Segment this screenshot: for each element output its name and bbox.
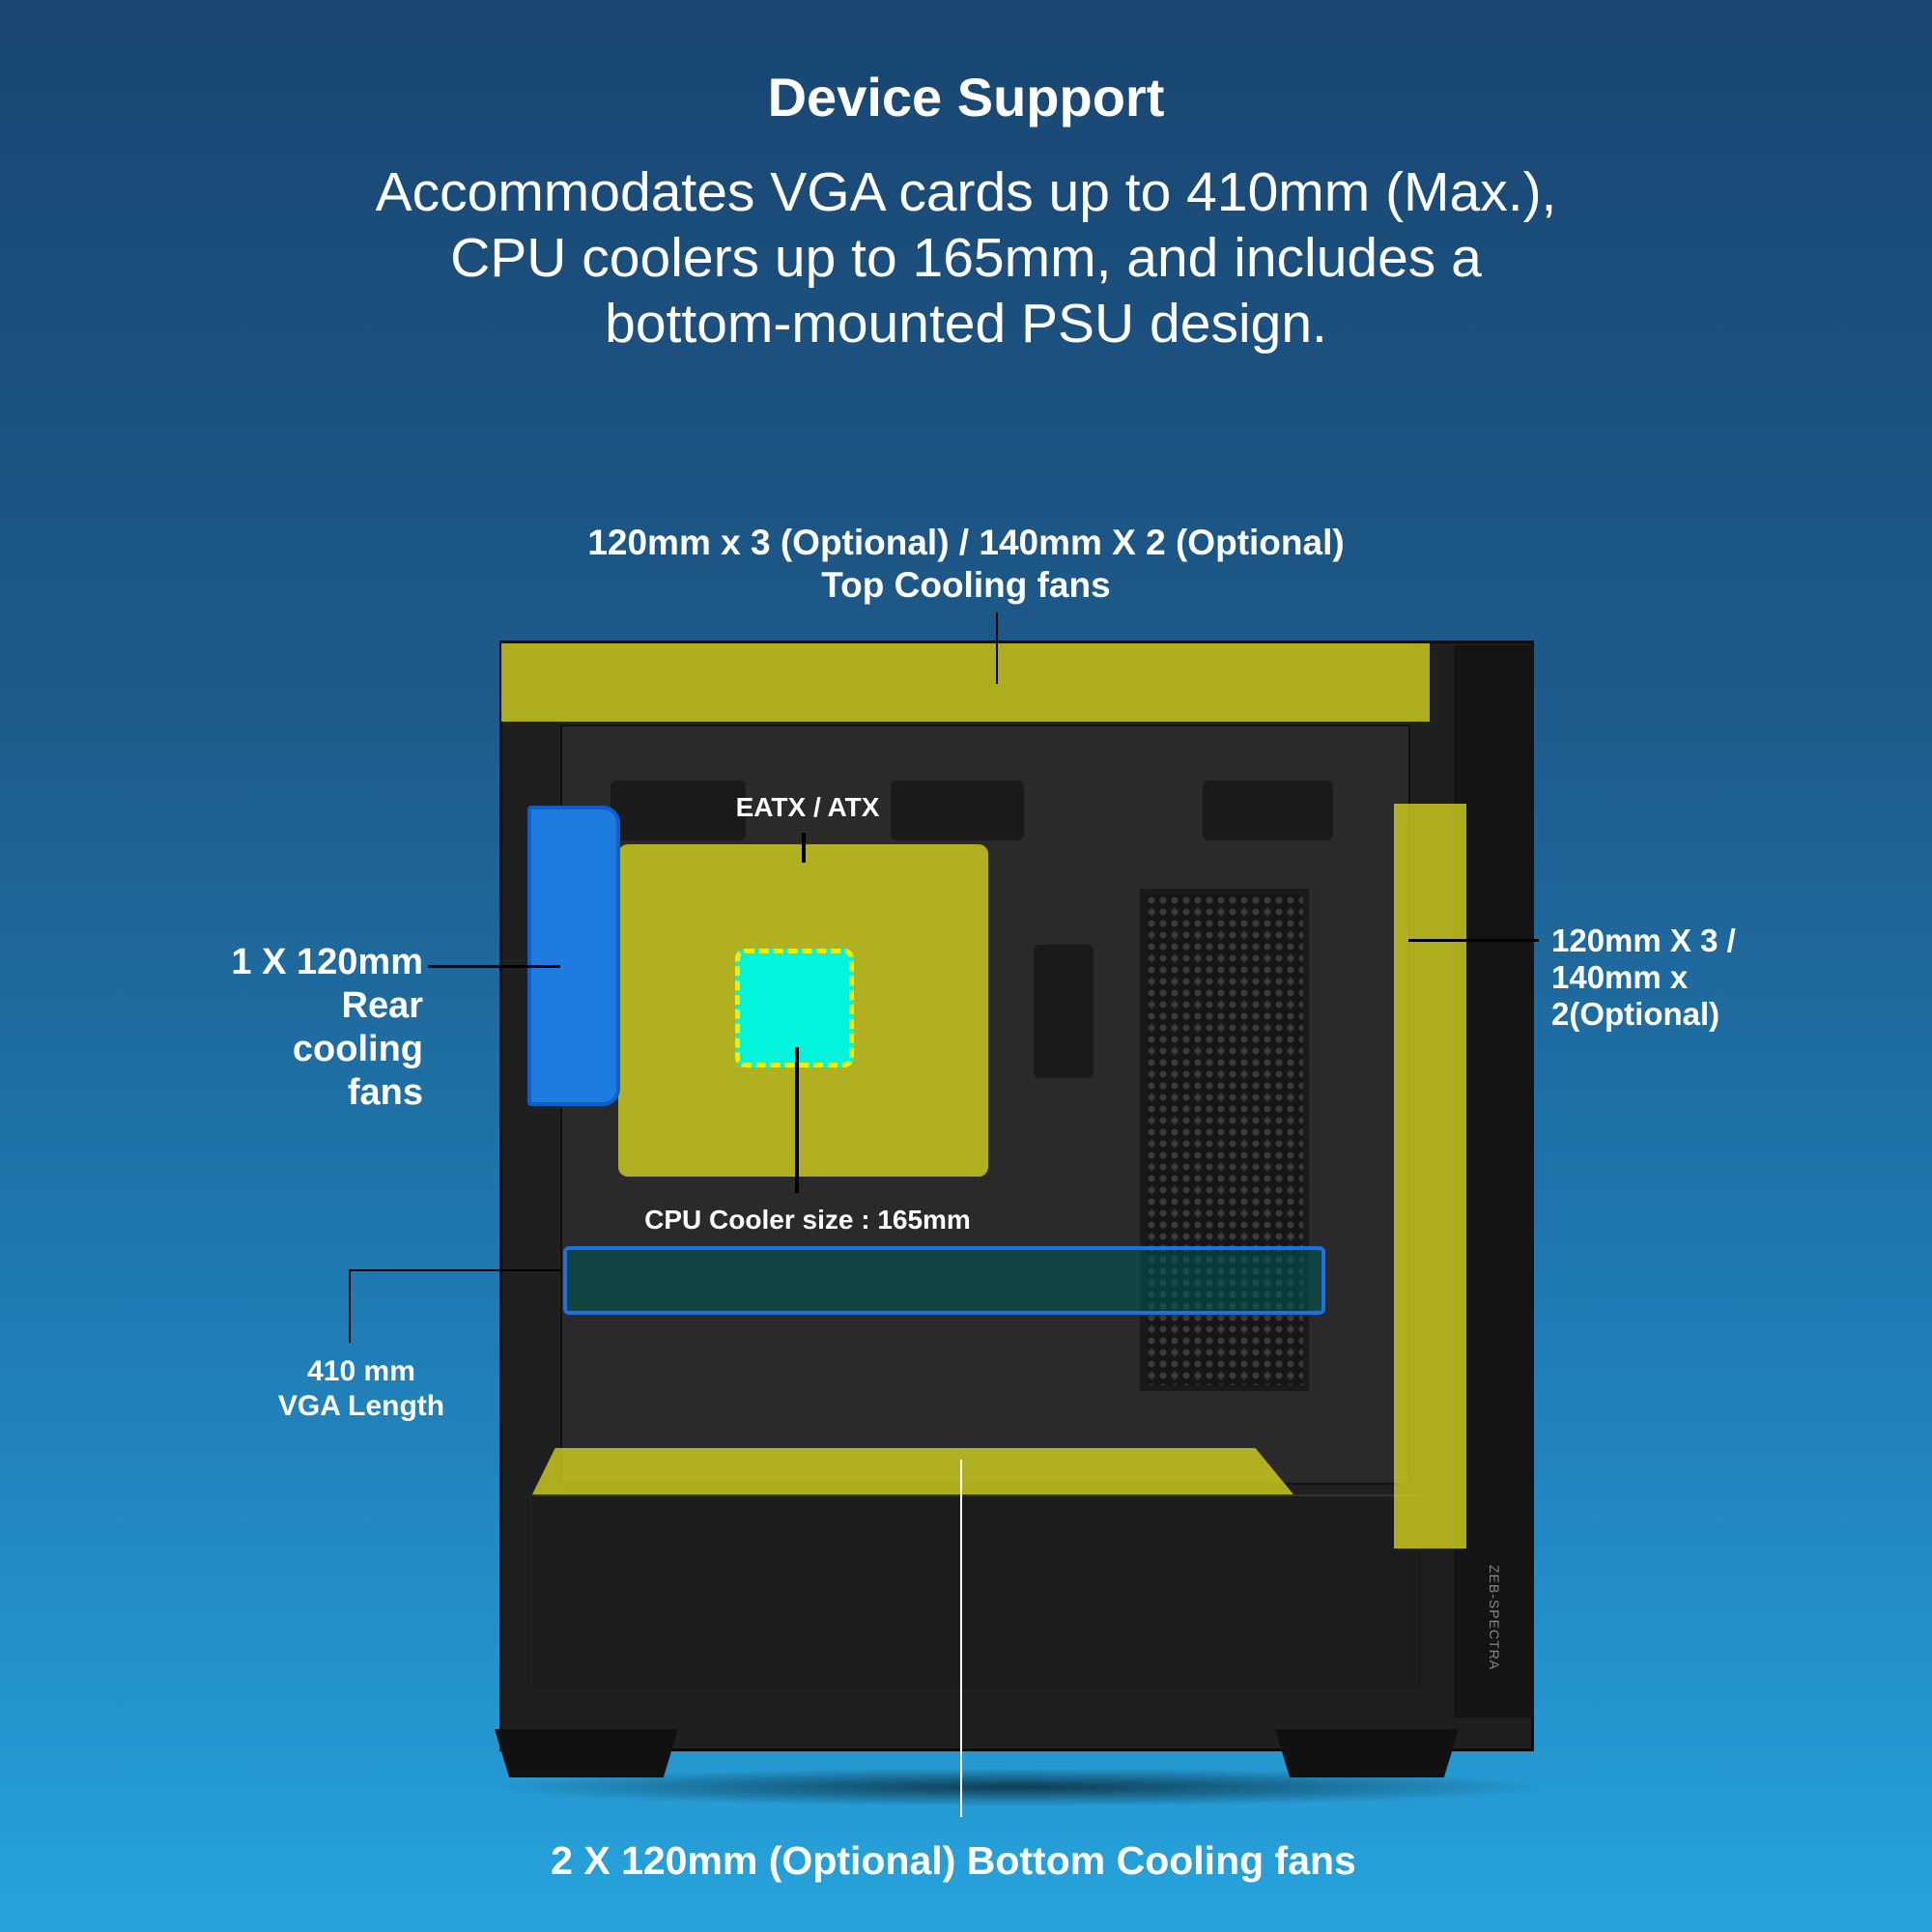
cutout [1203,781,1333,840]
motherboard-label: EATX / ATX [735,792,880,822]
front-panel [1454,645,1534,1718]
leader-line [428,965,560,968]
label-line: Rear [341,985,424,1026]
leader-line [795,1047,799,1193]
leader-line [349,1269,351,1343]
label-line: VGA Length [277,1390,445,1422]
subtitle: Accommodates VGA cards up to 410mm (Max.… [0,159,1932,356]
cutout [891,781,1024,840]
cable-grommet [1034,945,1094,1078]
case-foot-left [495,1729,678,1777]
label-line: Top Cooling fans [821,565,1111,605]
case-foot-right [1275,1729,1459,1777]
bottom-fan-area [532,1448,1293,1494]
leader-line [996,612,998,684]
subtitle-line: bottom-mounted PSU design. [605,293,1327,355]
vga-label: 410 mm VGA Length [226,1354,497,1424]
top-fans-label: 120mm x 3 (Optional) / 140mm X 2 (Option… [0,522,1932,607]
label-line: 120mm x 3 (Optional) / 140mm X 2 (Option… [587,523,1345,562]
top-fan-area [501,643,1430,722]
leader-line [802,833,806,863]
psu-shroud [532,1494,1421,1688]
subtitle-line: Accommodates VGA cards up to 410mm (Max.… [375,161,1557,223]
drive-cage-mesh [1140,889,1309,1391]
cpu-socket [735,949,854,1067]
front-fan-area [1394,804,1466,1548]
vga-area [563,1246,1325,1315]
leader-line [349,1269,560,1271]
leader-line [1408,939,1539,942]
front-fans-label: 120mm X 3 / 140mm x 2(Optional) [1551,923,1736,1033]
label-line: 140mm x [1551,959,1689,995]
bottom-fans-label: 2 X 120mm (Optional) Bottom Cooling fans [551,1838,1356,1883]
subtitle-line: CPU coolers up to 165mm, and includes a [450,227,1482,289]
label-line: 120mm X 3 / [1551,923,1736,958]
label-line: cooling [292,1029,423,1069]
rear-fan [527,806,620,1106]
page-title: Device Support [767,67,1165,128]
rear-fan-label: 1 X 120mm Rear cooling fans [174,941,423,1115]
label-line: 2(Optional) [1551,996,1720,1032]
brand-logo: ZEB-SPECTRA [1487,1565,1502,1671]
label-line: 410 mm [307,1355,415,1387]
label-line: 1 X 120mm [231,942,423,982]
cutout [611,781,746,840]
leader-line [960,1460,962,1817]
cpu-cooler-label: CPU Cooler size : 165mm [644,1205,971,1235]
label-line: fans [347,1072,423,1113]
